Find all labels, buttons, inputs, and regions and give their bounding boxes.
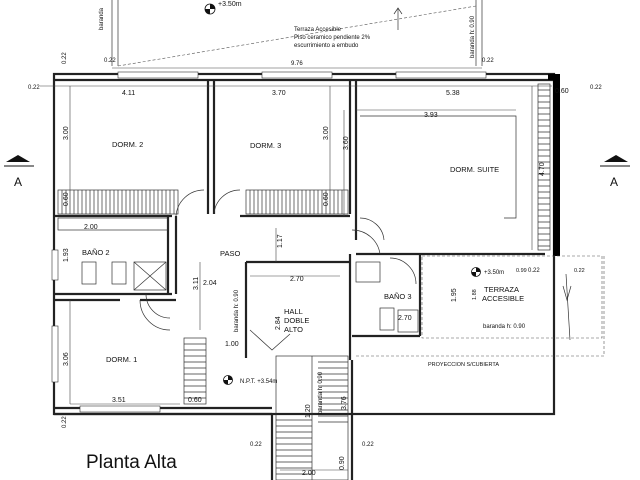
room-bano-3: BAÑO 3 (384, 292, 412, 301)
svg-text:N.P.T. +3.54m: N.P.T. +3.54m (240, 379, 277, 385)
room-terraza: TERRAZA (484, 285, 519, 294)
room-terraza-accesible: ACCESIBLE (482, 294, 524, 303)
railing-label-right: baranda h: 0.90 (470, 15, 476, 58)
dim-0-22-terrace-2: 0.22 (574, 268, 585, 274)
dim-3-00-left: 3.00 (63, 126, 70, 140)
dim-3-93: 3.93 (424, 112, 438, 119)
walls (52, 72, 556, 480)
stair-railing-label: baranda h: 0.90 (318, 371, 324, 414)
room-dorm-2: DORM. 2 (112, 140, 143, 149)
dim-3-00-mid: 3.00 (323, 126, 330, 140)
terrace-note-1: Terraza Accesible (294, 27, 342, 33)
terrace-note-3: escurrimiento a embudo (294, 43, 359, 49)
dim-2-70-bano: 2.70 (398, 315, 412, 322)
dim-1-20: 1.20 (305, 404, 312, 418)
dim-0-22-a: 0.22 (104, 58, 116, 64)
top-level-label: +3.50m (218, 1, 242, 8)
svg-text:A: A (610, 175, 618, 189)
room-hall-doble: DOBLE (284, 316, 309, 325)
section-marker-right: A (600, 155, 630, 189)
dim-3-60: 3.60 (343, 136, 350, 150)
dim-2-04: 2.04 (203, 280, 217, 287)
accessible-terrace (356, 255, 605, 357)
bathroom-2-fixtures (57, 217, 169, 291)
dim-3-70: 3.70 (272, 90, 286, 97)
stairs (275, 355, 349, 480)
hall-railing-label: baranda h: 0.90 (234, 289, 240, 332)
windows (51, 71, 487, 413)
dim-0-60-stair: 0.60 (188, 397, 202, 404)
dim-0-22-bottom-right: 0.22 (362, 442, 374, 448)
dim-0-60-mid: 0.60 (323, 192, 330, 206)
dim-1-00: 1.00 (225, 341, 239, 348)
dim-0-22-b: 0.22 (482, 58, 494, 64)
dim-3-76: 3.76 (341, 396, 348, 410)
dim-4-70: 4.70 (539, 162, 546, 176)
terrace-railing-label: baranda h: 0.90 (483, 324, 526, 330)
dim-0-22-bottom-left: 0.22 (62, 416, 68, 428)
room-dorm-1: DORM. 1 (106, 355, 137, 364)
dim-4-11: 4.11 (122, 90, 135, 97)
room-hall-alto: ALTO (284, 325, 303, 334)
dim-3-51: 3.51 (112, 397, 126, 404)
dim-3-06: 3.06 (63, 352, 70, 366)
dim-0-22-bottom-mid: 0.22 (250, 442, 262, 448)
room-hall: HALL (284, 307, 303, 316)
dim-1-93: 1.93 (63, 248, 70, 262)
dimension-lines (40, 85, 552, 471)
dim-2-70-hall: 2.70 (290, 276, 304, 283)
room-bano-2: BAÑO 2 (82, 248, 110, 257)
dim-5-38: 5.38 (446, 90, 460, 97)
roof-projection-label: PROYECCION S/CUBIERTA (428, 362, 499, 368)
dim-2-00-bottom: 2.00 (302, 470, 316, 477)
dim-1-95: 1.95 (451, 288, 458, 302)
npt-marker: N.P.T. +3.54m (223, 375, 277, 385)
dim-0-60-left: 0.60 (63, 192, 70, 206)
terrace-level-label: +3.50m (484, 270, 504, 276)
terrace-note-2: Piso ceramico pendiente 2% (294, 35, 371, 41)
door-swings (139, 189, 417, 351)
railing-label-left: baranda (99, 7, 105, 30)
dim-0-22-c: 0.22 (62, 52, 68, 64)
thick-wall (553, 74, 560, 256)
dim-2-00: 2.00 (84, 224, 98, 231)
section-marker-left: A (4, 155, 34, 189)
dim-0-22-terrace: 0.22 (528, 268, 540, 274)
dim-2-84: 2.84 (275, 316, 282, 330)
room-dorm-3: DORM. 3 (250, 141, 281, 150)
plan-title: Planta Alta (86, 452, 177, 473)
svg-text:A: A (14, 175, 22, 189)
dim-0-60-top: 0.60 (555, 88, 569, 95)
dim-0-99: 0.99 (516, 268, 527, 274)
dim-1-17: 1.17 (277, 234, 284, 248)
room-dorm-suite: DORM. SUITE (450, 165, 499, 174)
room-paso: PASO (220, 249, 240, 258)
bathroom-3-fixtures (355, 261, 419, 333)
upper-terrace: +3.50m Terraza Accesible Piso ceramico p… (62, 0, 494, 69)
dim-3-11: 3.11 (193, 277, 200, 290)
dim-1-88: 1.88 (472, 289, 478, 300)
dim-9-76: 9.76 (291, 61, 303, 67)
dim-0-22-right: 0.22 (590, 85, 602, 91)
dim-0-22-left: 0.22 (28, 85, 40, 91)
closets (57, 83, 551, 405)
dim-0-90-bottom: 0.90 (339, 456, 346, 470)
